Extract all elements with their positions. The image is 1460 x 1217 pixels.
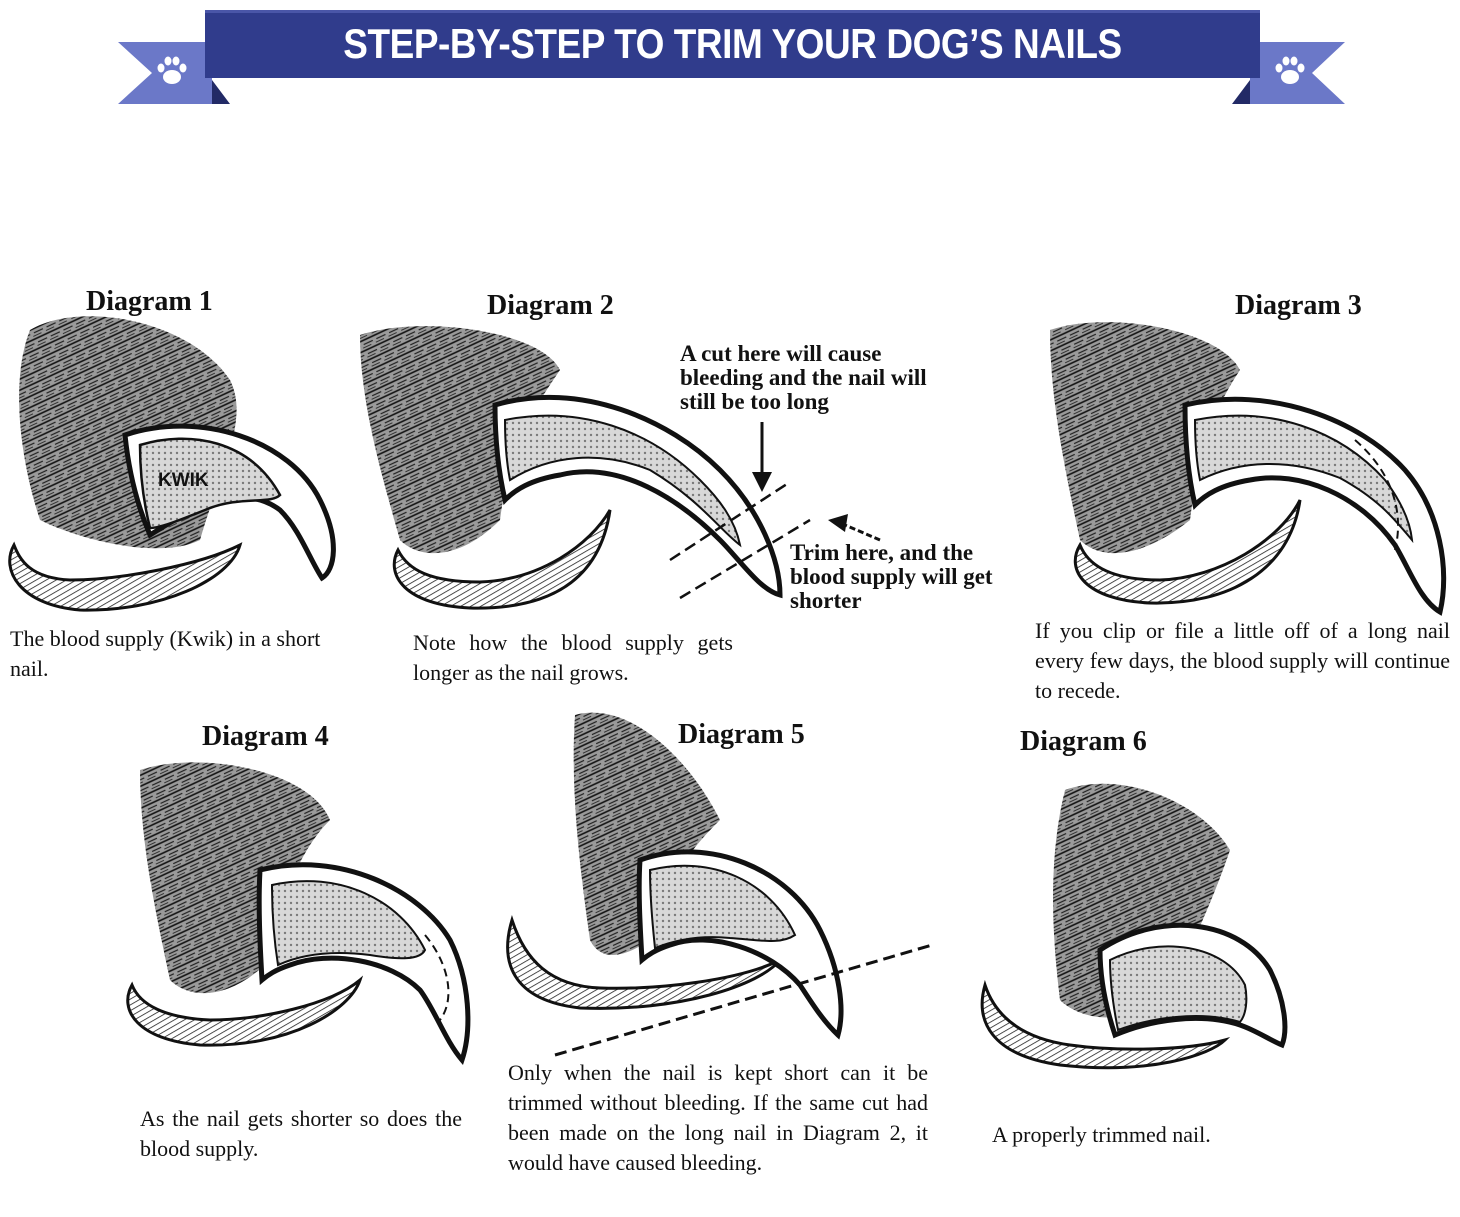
arrow-left [844, 523, 881, 542]
diagram-2-title: Diagram 2 [487, 290, 614, 321]
arrow-down-head [752, 472, 772, 492]
diagram-2-nail [360, 326, 881, 610]
diagram-5-title: Diagram 5 [678, 719, 805, 750]
quick [503, 414, 742, 548]
diagram-6-caption: A properly trimmed nail. [992, 1122, 1211, 1147]
diagram-3-title: Diagram 3 [1235, 290, 1362, 321]
quick [1108, 945, 1248, 1032]
diagram-3-nail [1050, 322, 1447, 616]
banner-left-fold [212, 80, 230, 104]
banner-graphic [118, 10, 1345, 104]
trim-guide [424, 934, 450, 1021]
diagram-6-title: Diagram 6 [1020, 726, 1147, 757]
kwik-label: KWIK [158, 470, 209, 491]
diagram-4-caption: As the nail gets shorter so does the blo… [140, 1106, 462, 1161]
toe-pad [1073, 499, 1302, 605]
diagram-5-caption: Only when the nail is kept short can it … [508, 1060, 928, 1175]
diagram-1-title: Diagram 1 [86, 286, 213, 317]
diagram-4-nail [126, 762, 471, 1066]
diagram-1-caption: The blood supply (Kwik) in a short nail. [10, 626, 321, 681]
diagram-4-title: Diagram 4 [202, 721, 329, 752]
note-good-cut: Trim here, and the blood supply will get… [790, 540, 993, 613]
toe-pad [392, 509, 612, 610]
diagram-1-nail [8, 316, 336, 612]
toe-pad [980, 979, 1231, 1070]
arrow-left-head [828, 514, 848, 532]
cut-line-long [669, 480, 791, 562]
banner-right-tail [1250, 42, 1345, 104]
fur [1053, 783, 1230, 1018]
fur [573, 712, 720, 955]
banner-right-fold [1232, 80, 1250, 104]
cut-line [554, 943, 933, 1057]
note-bad-cut: A cut here will cause bleeding and the n… [680, 341, 927, 414]
diagram-6-nail [980, 783, 1288, 1070]
diagram-2-caption: Note how the blood supply gets longer as… [413, 630, 733, 685]
diagram-5-nail [506, 712, 933, 1057]
page-title: STEP-BY-STEP TO TRIM YOUR DOG’S NAILS [343, 20, 1122, 67]
toe-pad [126, 975, 364, 1047]
quick [648, 864, 797, 950]
fur [360, 326, 560, 554]
paw-icon [1275, 56, 1305, 84]
quick [1193, 414, 1414, 544]
quick [270, 880, 427, 967]
quick [138, 437, 282, 530]
banner-band [205, 10, 1260, 78]
cut-line-short [679, 518, 811, 600]
trim-guide [1354, 439, 1399, 551]
toe-pad [8, 541, 243, 612]
fur [140, 762, 330, 994]
paw-icon [157, 56, 187, 84]
diagram-3-caption: If you clip or file a little off of a lo… [1035, 618, 1450, 703]
